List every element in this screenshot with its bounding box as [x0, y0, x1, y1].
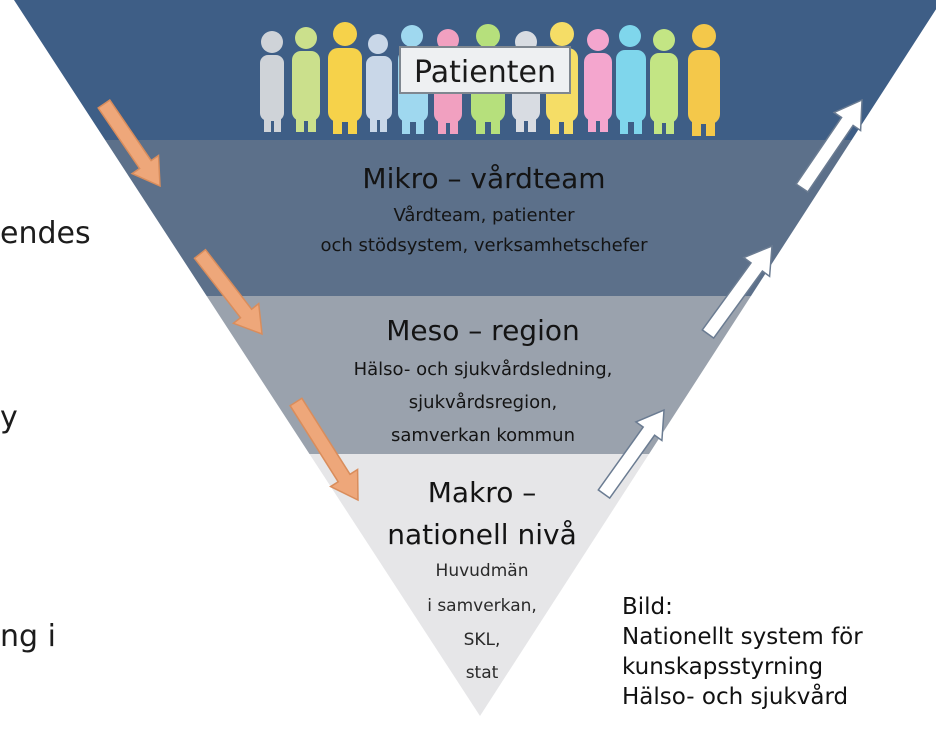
down-arrow-1-icon: [97, 99, 161, 188]
down-arrows: [97, 99, 359, 502]
level-makro-line-1: Huvudmän: [436, 561, 529, 581]
down-arrow-3-icon: [289, 397, 359, 502]
level-mikro-title: Mikro – vårdteam: [362, 162, 605, 195]
level-makro-line-2: i samverkan,: [427, 596, 537, 616]
caption-line-2: Nationellt system för: [622, 624, 863, 650]
left-text-fragment-1: endes: [0, 216, 91, 251]
caption-line-3: kunskapsstyrning: [622, 654, 824, 680]
level-makro: Makro – nationell nivå Huvudmän i samver…: [387, 476, 576, 683]
patient-label: Patienten: [399, 46, 571, 94]
level-meso-line-1: Hälso- och sjukvårdsledning,: [354, 359, 613, 380]
patient-label-text: Patienten: [414, 55, 556, 90]
left-text-fragment-2: y: [0, 400, 18, 435]
up-arrow-2-icon: [701, 244, 773, 340]
caption-line-4: Hälso- och sjukvård: [622, 684, 849, 710]
caption-line-1: Bild:: [622, 594, 673, 620]
up-arrow-3-icon: [597, 408, 665, 500]
level-meso: Meso – region Hälso- och sjukvårdslednin…: [354, 314, 613, 446]
level-meso-title: Meso – region: [386, 314, 579, 347]
patient-label-box: [399, 46, 571, 94]
level-meso-line-2: sjukvårdsregion,: [409, 392, 557, 413]
image-caption: Bild: Nationellt system för kunskapsstyr…: [622, 592, 863, 712]
up-arrow-1-icon: [795, 98, 863, 193]
level-mikro: Mikro – vårdteam Vårdteam, patienter och…: [320, 162, 648, 256]
level-makro-title-2: nationell nivå: [387, 518, 576, 551]
left-text-fragment-3: ng i: [0, 619, 56, 654]
level-meso-line-3: samverkan kommun: [391, 425, 575, 446]
level-makro-line-3: SKL,: [464, 630, 501, 650]
level-mikro-line-2: och stödsystem, verksamhetschefer: [320, 235, 648, 256]
level-mikro-line-1: Vårdteam, patienter: [393, 205, 575, 226]
level-makro-line-4: stat: [466, 663, 499, 683]
down-arrow-2-icon: [193, 248, 263, 336]
up-arrows: [597, 98, 863, 500]
level-makro-title-1: Makro –: [428, 476, 536, 509]
